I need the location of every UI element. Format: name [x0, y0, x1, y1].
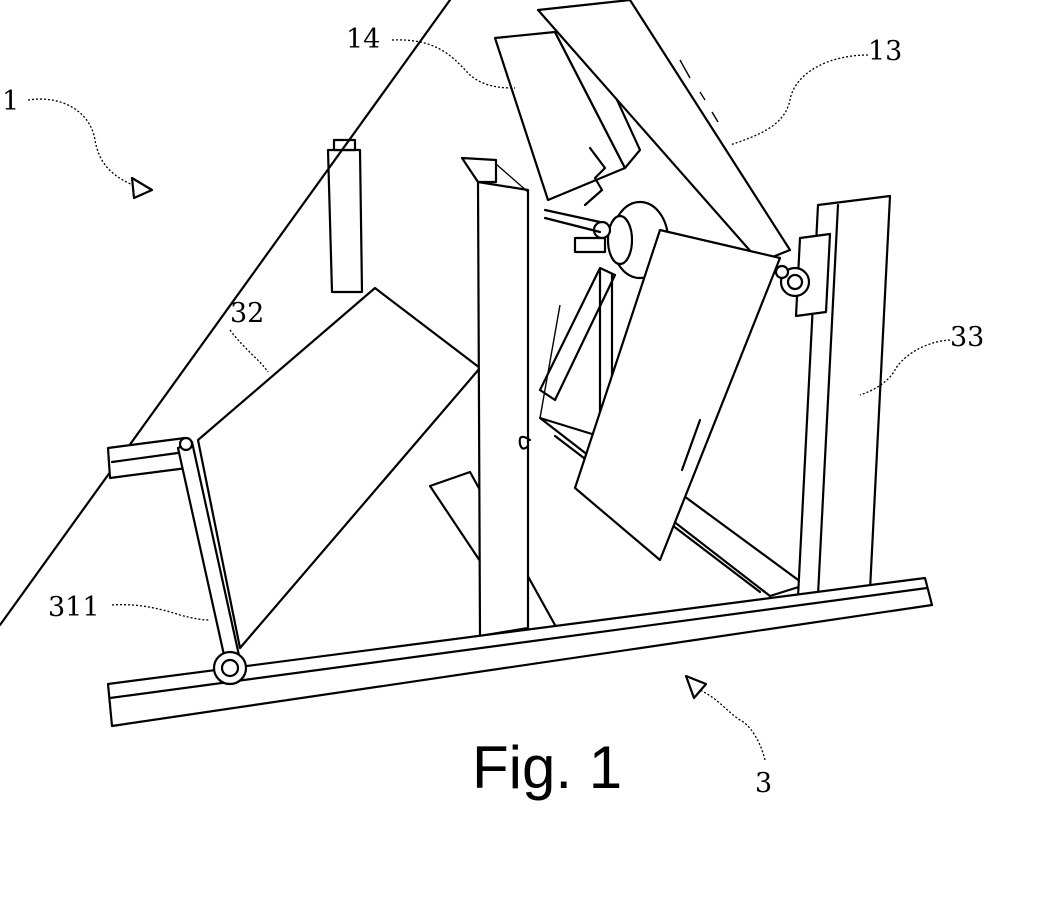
left-side-arm [108, 438, 187, 478]
ref-label-14: 14 [346, 24, 380, 55]
leader-3 [700, 690, 765, 760]
ref-label-32: 32 [230, 298, 264, 329]
arrow-head-1 [132, 178, 152, 198]
leader-13 [730, 55, 868, 145]
figure-caption: Fig. 1 [472, 734, 622, 801]
leader-14 [392, 40, 515, 88]
leader-1 [28, 99, 140, 188]
ref-label-3: 3 [755, 768, 772, 799]
leader-32 [230, 330, 268, 372]
ref-label-311: 311 [48, 592, 100, 623]
ref-label-1: 1 [2, 86, 19, 117]
leader-311 [112, 605, 210, 620]
ref-label-33: 33 [950, 322, 984, 353]
arrow-head-3 [686, 676, 706, 698]
ref-label-13: 13 [868, 36, 902, 67]
front-center-post [462, 158, 530, 636]
right-post-33 [796, 196, 890, 597]
right-bearing [776, 266, 809, 296]
panel-32 [190, 288, 480, 650]
